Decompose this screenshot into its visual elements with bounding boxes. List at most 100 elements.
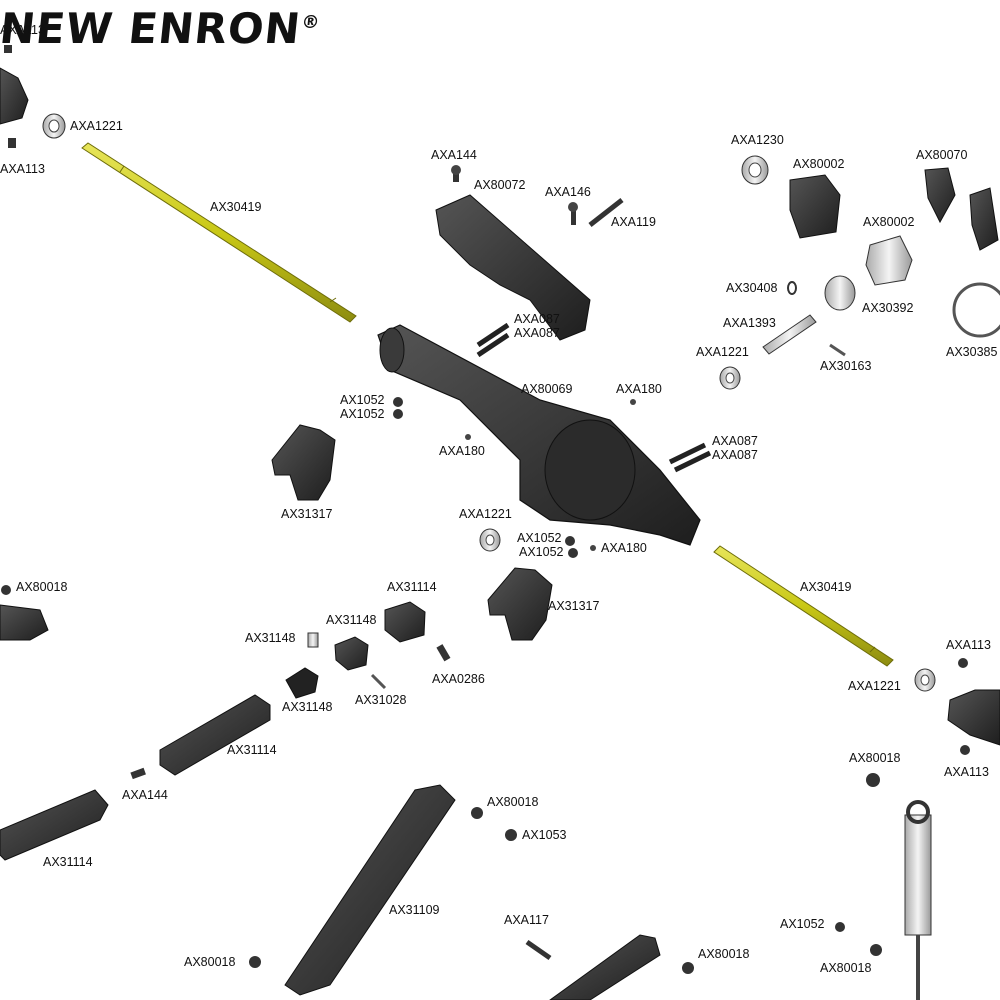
bearing-axa1221-tl [42,113,66,139]
nut-ax80018-shock [870,944,882,956]
bolts-axa087-top [476,322,510,358]
label-ax30163: AX30163 [820,359,872,373]
link-lower-right [549,934,661,1000]
label-ax31148-a: AX31148 [326,613,377,627]
label-axa119: AXA119 [611,215,656,229]
axle-shaft-ax30419-lower [713,545,894,667]
label-ax30419-lower: AX30419 [800,580,852,594]
nut-ax1053 [505,829,517,841]
label-ax31148-c: AX31148 [282,700,333,714]
shift-fork-ax80070 [924,167,999,251]
label-axa146: AXA146 [545,185,591,199]
spacer-ax31148 [334,636,369,671]
label-axa1221-right: AXA1221 [696,345,749,359]
nut-ax80018-r [866,773,880,787]
nut-ax80018-mid [471,807,483,819]
pin-ax31028 [370,673,387,690]
pinion-ax30392 [824,275,856,311]
label-axa087-a: AXA087 [514,312,560,326]
label-ax1053: AX1053 [522,828,567,842]
bolts-axa087-right [668,442,712,473]
label-ax30392: AX30392 [862,301,914,315]
label-axa1393: AXA1393 [723,316,776,330]
label-ax31114-c: AX31114 [43,855,93,869]
label-ax30408: AX30408 [726,281,778,295]
top-left-housing [0,45,29,148]
nut-ax1052-r [835,922,845,932]
link-ax31109 [284,784,456,996]
set-screws-axa180 [465,399,636,551]
axle-shaft-ax30419-upper [81,142,357,323]
nuts-ax1052-lower [565,536,578,558]
label-ax1052-c: AX1052 [517,531,562,545]
label-ax31317-right: AX31317 [548,599,600,613]
label-axa113-right: AXA113 [946,638,991,652]
label-ax1052-b: AX1052 [340,407,385,421]
label-ax31114-a: AX31114 [387,580,437,594]
label-ax80072: AX80072 [474,178,526,192]
label-axa087-c: AXA087 [712,434,758,448]
shock-absorber [904,800,932,1000]
screw-axa0286 [436,644,451,662]
label-axa1221-top-left: AXA1221 [70,119,123,133]
label-axa180-b: AXA180 [439,444,485,458]
label-ax31028: AX31028 [355,693,407,707]
locker-ax80002 [789,174,841,239]
pin-axa1393 [762,314,817,355]
label-ax80018-b: AX80018 [487,795,539,809]
axle-housing-ax80069 [377,324,701,546]
label-ax31317-left: AX31317 [281,507,333,521]
label-axa180-c: AXA180 [601,541,647,555]
housing-end-right [947,658,1000,755]
truss-ax80072 [435,165,591,341]
label-ax80018-left: AX80018 [16,580,68,594]
nut-ax80018-bottom [249,956,694,974]
label-axa180-a: AXA180 [616,382,662,396]
label-axa113-top-left: AXA113 [0,23,45,37]
label-ax80070: AX80070 [916,148,968,162]
screw-axa146 [568,202,578,225]
label-axa087-b: AXA087 [514,326,560,340]
screw-axa119 [588,198,624,227]
gasket-ax30385 [952,282,1000,338]
label-ax31148-b: AX31148 [245,631,296,645]
label-ax30385: AX30385 [946,345,998,359]
label-axa117: AXA117 [504,913,549,927]
link-ax80018-left [0,585,49,641]
label-axa144-top: AXA144 [431,148,477,162]
screw-axa144-left [130,767,146,780]
label-axa087-d: AXA087 [712,448,758,462]
carrier-ax80002 [865,235,913,286]
label-axa0286: AXA0286 [432,672,485,686]
clip-ax30408 [787,281,797,295]
label-ax80018-d: AX80018 [698,947,750,961]
label-ax30419-upper: AX30419 [210,200,262,214]
label-ax80018-a: AX80018 [849,751,901,765]
link-mount-ax31317-left [271,424,336,501]
bearing-axa1230 [741,155,769,185]
insert-ax31148-small [307,632,319,648]
label-axa1230: AXA1230 [731,133,784,147]
label-ax80002-b: AX80002 [863,215,915,229]
label-ax80069: AX80069 [521,382,573,396]
label-axa113-right-2: AXA113 [944,765,989,779]
link-tube-ax31114-mid [159,694,271,776]
link-mount-ax31317-right [487,567,553,641]
pin-ax30163 [829,343,846,357]
nuts-ax1052-upper [393,397,403,419]
label-axa1221-center: AXA1221 [459,507,512,521]
spacer-ax31114-top [384,601,426,643]
label-axa113-left: AXA113 [0,162,45,176]
label-axa144-left: AXA144 [122,788,168,802]
rod-end-ax31148 [285,667,319,699]
screw-axa117 [525,939,552,961]
bearing-axa1221-center [479,528,501,552]
label-ax1052-a: AX1052 [340,393,385,407]
label-ax1052-e: AX1052 [780,917,825,931]
bearing-axa1221-r [719,366,741,390]
label-axa1221-bottom-right: AXA1221 [848,679,901,693]
link-tube-ax31114-lower [0,789,109,861]
label-ax80018-c: AX80018 [184,955,236,969]
label-ax1052-d: AX1052 [519,545,564,559]
